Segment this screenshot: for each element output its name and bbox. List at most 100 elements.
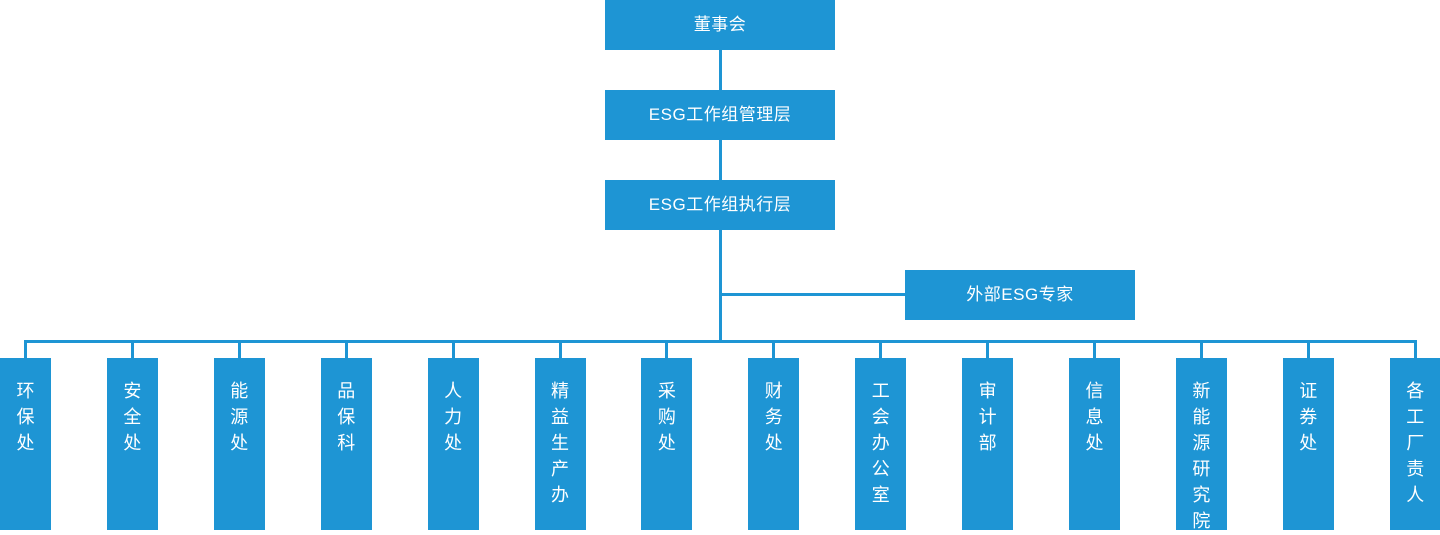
department-label-char: 公 xyxy=(871,459,890,479)
department-label-char: 科 xyxy=(337,433,356,453)
department-label-char: 人 xyxy=(1406,485,1425,505)
node-esg-management-layer[interactable]: ESG工作组管理层 xyxy=(605,90,835,140)
node-department[interactable]: 各工厂责人 xyxy=(1389,358,1440,530)
department-label-char: 人 xyxy=(444,381,463,401)
department-label-char: 能 xyxy=(1192,407,1211,427)
department-label-char: 息 xyxy=(1085,407,1104,427)
department-label-char: 券 xyxy=(1299,407,1318,427)
department-label-char: 财 xyxy=(764,381,783,401)
node-label: 外部ESG专家 xyxy=(966,284,1074,304)
connector-management-to-execution xyxy=(719,140,722,180)
department-label-char: 室 xyxy=(871,485,890,505)
department-label-char: 审 xyxy=(978,381,997,401)
node-department[interactable]: 采购处 xyxy=(641,358,693,530)
department-label: 采购处 xyxy=(658,378,676,456)
department-label-char: 安 xyxy=(123,381,142,401)
node-board-of-directors[interactable]: 董事会 xyxy=(605,0,835,50)
node-department[interactable]: 财务处 xyxy=(748,358,800,530)
node-label: ESG工作组执行层 xyxy=(648,194,792,214)
department-label: 精益生产办 xyxy=(551,378,569,508)
department-label-char: 务 xyxy=(764,407,783,427)
department-label-char: 各 xyxy=(1406,381,1425,401)
node-department[interactable]: 精益生产办 xyxy=(534,358,586,530)
department-label: 财务处 xyxy=(765,378,783,456)
department-label-char: 研 xyxy=(1192,459,1211,479)
department-label: 证券处 xyxy=(1299,378,1317,456)
connector-bus-to-department xyxy=(344,340,348,358)
department-label-char: 环 xyxy=(16,381,35,401)
department-label-char: 新 xyxy=(1192,381,1211,401)
department-label-char: 证 xyxy=(1299,381,1318,401)
department-label-char: 能 xyxy=(230,381,249,401)
connector-bus-to-department xyxy=(237,340,241,358)
department-label-char: 全 xyxy=(123,407,142,427)
department-label-char: 处 xyxy=(16,433,35,453)
department-label: 工会办公室 xyxy=(872,378,890,508)
department-label-char: 究 xyxy=(1192,485,1211,505)
node-department[interactable]: 人力处 xyxy=(427,358,479,530)
node-department[interactable]: 新能源研究院 xyxy=(1175,358,1227,531)
connector-board-to-management xyxy=(719,50,722,90)
department-label-char: 益 xyxy=(551,407,569,427)
department-label-char: 会 xyxy=(871,407,890,427)
department-label: 能源处 xyxy=(230,378,248,456)
department-label-char: 产 xyxy=(551,459,569,479)
department-label-char: 办 xyxy=(871,433,890,453)
connector-bus-to-department xyxy=(130,340,134,358)
node-label: ESG工作组管理层 xyxy=(648,104,792,124)
department-label-char: 处 xyxy=(444,433,463,453)
department-label-char: 办 xyxy=(551,485,569,505)
node-department[interactable]: 品保科 xyxy=(320,358,372,530)
connector-bus-to-department xyxy=(665,340,669,358)
node-department[interactable]: 审计部 xyxy=(962,358,1014,530)
department-label-char: 责 xyxy=(1406,459,1425,479)
connector-bus-to-department xyxy=(451,340,455,358)
department-label-char: 处 xyxy=(657,433,676,453)
department-label: 新能源研究院 xyxy=(1192,378,1210,534)
department-label-char: 源 xyxy=(1192,433,1211,453)
connector-bus-to-department xyxy=(1093,340,1096,358)
department-label-char: 采 xyxy=(657,381,676,401)
node-department[interactable]: 环保处 xyxy=(0,358,51,530)
department-label-char: 工 xyxy=(871,381,890,401)
department-label-char: 处 xyxy=(123,433,142,453)
node-department[interactable]: 信息处 xyxy=(1069,358,1120,530)
department-label-char: 力 xyxy=(444,407,463,427)
department-label: 品保科 xyxy=(337,378,355,456)
department-label-char: 厂 xyxy=(1406,433,1425,453)
node-external-esg-expert[interactable]: 外部ESG专家 xyxy=(905,270,1135,320)
node-department[interactable]: 工会办公室 xyxy=(855,358,907,530)
department-label-char: 品 xyxy=(337,381,356,401)
connector-bus-to-department xyxy=(879,340,883,358)
connector-trunk-to-external-expert xyxy=(719,293,906,296)
department-label-char: 保 xyxy=(337,407,356,427)
department-label: 信息处 xyxy=(1086,378,1104,456)
department-label-char: 院 xyxy=(1192,511,1211,531)
department-label-char: 处 xyxy=(764,433,783,453)
department-label: 各工厂责人 xyxy=(1406,378,1424,508)
connector-bus-to-department xyxy=(1306,340,1310,358)
connector-execution-trunk xyxy=(719,230,722,343)
department-label: 审计部 xyxy=(979,378,997,456)
node-esg-execution-layer[interactable]: ESG工作组执行层 xyxy=(605,180,835,230)
connector-bus-to-department xyxy=(986,340,990,358)
node-department[interactable]: 安全处 xyxy=(106,358,158,530)
department-label-char: 保 xyxy=(16,407,35,427)
department-label-char: 部 xyxy=(978,433,997,453)
department-label-char: 处 xyxy=(1085,433,1104,453)
department-label: 安全处 xyxy=(123,378,141,456)
connector-bus-to-department xyxy=(558,340,562,358)
department-label-char: 精 xyxy=(551,381,569,401)
connector-bus-to-department xyxy=(1413,340,1417,358)
connector-department-bus xyxy=(24,340,1416,343)
department-label-char: 处 xyxy=(230,433,249,453)
connector-bus-to-department xyxy=(1199,340,1203,358)
department-label-char: 处 xyxy=(1299,433,1318,453)
node-department[interactable]: 证券处 xyxy=(1282,358,1334,530)
department-label: 环保处 xyxy=(17,378,35,456)
department-label-char: 生 xyxy=(551,433,569,453)
department-label-char: 信 xyxy=(1085,381,1104,401)
node-department[interactable]: 能源处 xyxy=(213,358,265,530)
department-label-char: 计 xyxy=(978,407,997,427)
